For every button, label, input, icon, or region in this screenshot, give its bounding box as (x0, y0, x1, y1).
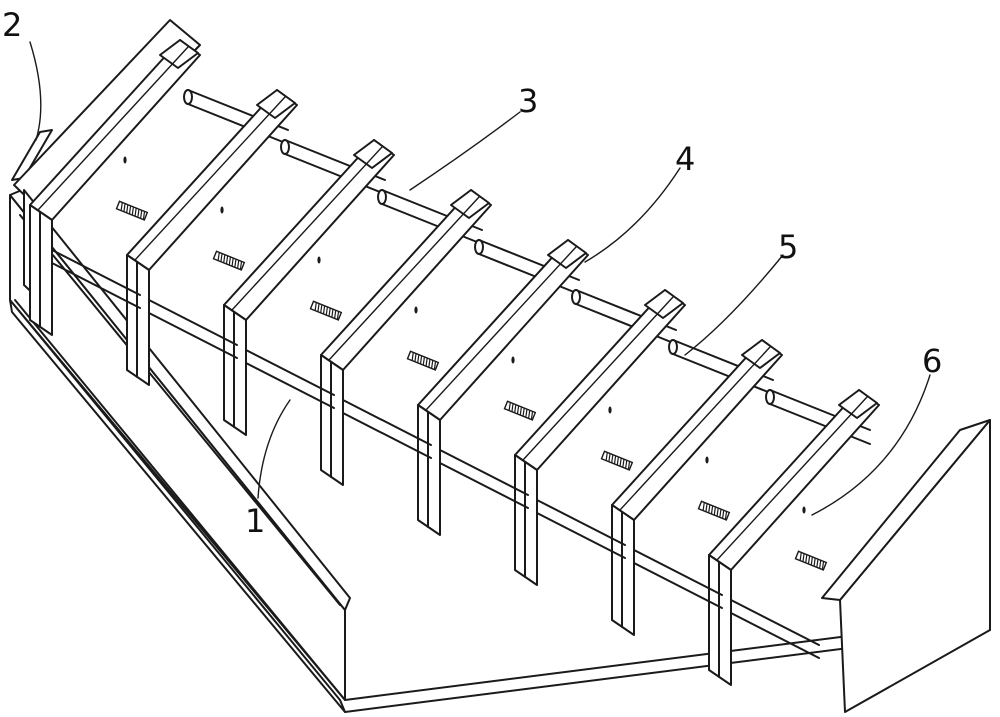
trough-front-wall (9, 194, 346, 701)
callout-4: 4 (675, 140, 695, 178)
leader-4 (584, 167, 681, 263)
leader-6 (811, 374, 931, 516)
leader-3 (409, 111, 521, 191)
spring (600, 450, 634, 471)
plates-group (29, 39, 880, 686)
clamp-plate (611, 339, 783, 636)
clamp-plate (126, 89, 298, 386)
clamp-plate (223, 139, 395, 436)
pin-hole (317, 256, 321, 264)
pin-hole (220, 206, 224, 214)
spring (212, 250, 246, 271)
spring (406, 350, 440, 371)
clamp-plate (320, 189, 492, 486)
clamp-plate (514, 289, 686, 586)
trough-right-end-top (821, 419, 991, 601)
callout-6: 6 (922, 342, 942, 380)
spring (503, 400, 537, 421)
spring (697, 500, 731, 521)
pin-hole (608, 406, 612, 414)
spring (115, 200, 149, 221)
pin-hole (123, 156, 127, 164)
clamp-plate (708, 389, 880, 686)
clamp-plate (29, 39, 201, 336)
pin-hole (414, 306, 418, 314)
callout-5: 5 (778, 228, 798, 266)
leader-2 (29, 41, 42, 141)
pin-hole (511, 356, 515, 364)
clamp-plate (417, 239, 589, 536)
spring (309, 300, 343, 321)
callout-3: 3 (518, 82, 538, 120)
spring (794, 550, 828, 571)
base-trough (9, 189, 991, 713)
callout-2: 2 (2, 6, 22, 44)
callout-1: 1 (245, 502, 265, 540)
pin-hole (802, 506, 806, 514)
leader-1 (257, 399, 291, 499)
trough-front-top-edge (9, 189, 351, 611)
trough-inner-edge (19, 214, 341, 606)
trough-front-lip (9, 299, 346, 713)
trough-inner-line (14, 299, 346, 701)
pin-hole (705, 456, 709, 464)
leader-5 (684, 254, 784, 356)
leader-lines (29, 41, 931, 516)
